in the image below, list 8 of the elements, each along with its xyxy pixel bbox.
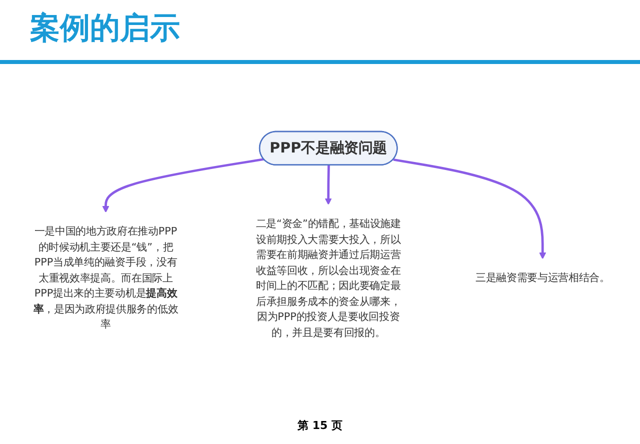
node-text: 三是融资需要与运营相结合。: [475, 272, 610, 284]
page-number: 第 15 页: [298, 419, 342, 432]
node-text: 一是中国的地方政府在推动PPP的时候动机主要还是“钱”，把PPP当成单纯的融资手段，没有太重视效率提高。而在国际上PPP提出来的主要动机是提高效率，是因为政府提供服务的低效率: [33, 226, 178, 331]
arrow: [393, 158, 546, 260]
arrow: [324, 165, 332, 205]
arrow: [102, 158, 264, 213]
node-text: 二是“资金”的错配，基础设施建设前期投入大需要大投入，所以需要在前期融资并通过后期运营收益等回收，所以会出现资金在时间上的不匹配；因此要确定最后承担服务成本的资金从哪来，因为PPP的投资人是要收回投资的，并且是要有回报的。: [256, 218, 401, 339]
slide-title: 案例的启示: [30, 10, 180, 48]
